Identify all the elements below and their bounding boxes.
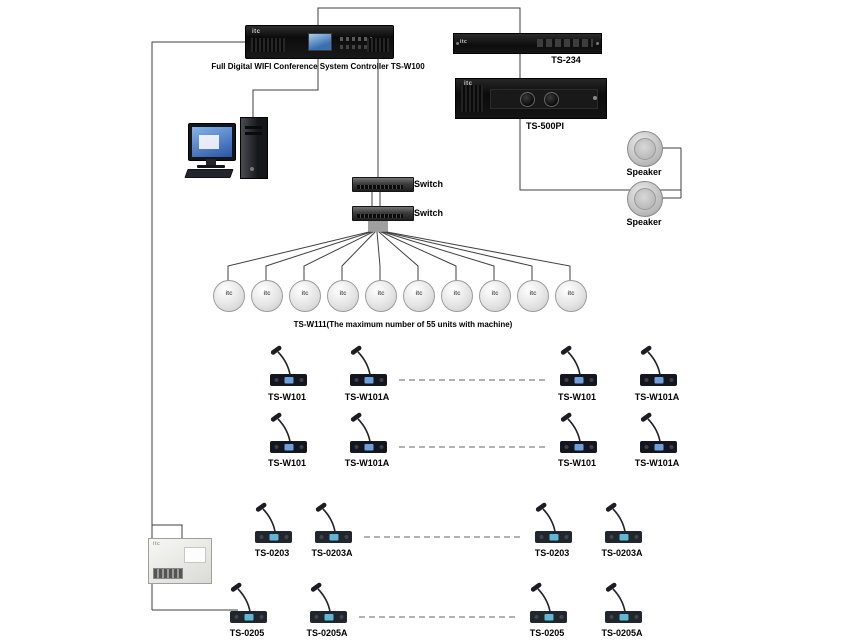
brand-logo: itc	[339, 291, 347, 297]
brand-logo: itc	[529, 291, 537, 297]
mic-label: TS-W101A	[634, 392, 680, 402]
speaker-label: Speaker	[626, 217, 662, 227]
drive-slot	[245, 132, 262, 135]
mic-label: TS-0205A	[306, 628, 348, 638]
controller-label: Full Digital WIFI Conference System Cont…	[211, 62, 425, 71]
ceiling-unit-icon: itc	[403, 280, 435, 312]
amplifier-device: itc	[455, 78, 607, 119]
ceiling-unit-icon: itc	[365, 280, 397, 312]
network-switch-icon	[352, 177, 414, 192]
mic-label: TS-W101	[557, 458, 596, 468]
mic-label: TS-0205A	[601, 628, 643, 638]
controller-buttons	[340, 45, 372, 49]
delegate-mic-icon	[304, 501, 360, 551]
ceiling-unit-icon: itc	[251, 280, 283, 312]
power-supply-icon: itc	[148, 538, 212, 584]
delegate-mic-icon	[629, 344, 685, 394]
mic-label: TS-0203A	[601, 548, 643, 558]
mic-label: TS-W101A	[344, 392, 390, 402]
monitor-window	[199, 135, 219, 149]
ceiling-unit-icon: itc	[441, 280, 473, 312]
mic-label: TS-W101	[267, 392, 306, 402]
switch-ports	[357, 185, 403, 189]
mic-label: TS-0203	[534, 548, 570, 558]
brand-logo: itc	[252, 29, 261, 35]
switch-label: Switch	[414, 208, 444, 218]
delegate-mic-icon	[519, 581, 575, 631]
delegate-mic-icon	[339, 411, 395, 461]
ceiling-units-label: TS-W111(The maximum number of 55 units w…	[293, 320, 513, 329]
speaker-icon	[627, 131, 663, 167]
brand-logo: itc	[377, 291, 385, 297]
controller-buttons	[340, 37, 372, 41]
brand-logo: itc	[263, 291, 271, 297]
delegate-mic-icon	[629, 411, 685, 461]
brand-logo: itc	[460, 39, 468, 45]
mic-label: TS-W101	[557, 392, 596, 402]
vent-grill	[461, 85, 483, 112]
monitor-stand-base	[197, 165, 225, 168]
delegate-mic-icon	[549, 344, 605, 394]
delegate-mic-icon	[594, 581, 650, 631]
brand-logo: itc	[225, 291, 233, 297]
brand-logo: itc	[567, 291, 575, 297]
vent-grill	[251, 38, 285, 52]
ts234-device: itc	[453, 33, 602, 54]
delegate-mic-icon	[259, 411, 315, 461]
brand-logo: itc	[153, 541, 161, 547]
drive-slot	[245, 126, 262, 129]
mic-label: TS-W101A	[344, 458, 390, 468]
delegate-mic-icon	[219, 581, 275, 631]
brand-logo: itc	[453, 291, 461, 297]
ceiling-unit-icon: itc	[479, 280, 511, 312]
brand-logo: itc	[464, 81, 473, 87]
amplifier-label: TS-500PI	[525, 121, 565, 131]
amp-knob	[544, 92, 559, 107]
ts234-label: TS-234	[551, 55, 581, 65]
computer-monitor-icon	[188, 123, 236, 161]
ceiling-unit-icon: itc	[555, 280, 587, 312]
delegate-mic-icon	[549, 411, 605, 461]
mic-label: TS-0203	[254, 548, 290, 558]
screw	[456, 42, 459, 45]
delegate-mic-icon	[524, 501, 580, 551]
brand-logo: itc	[301, 291, 309, 297]
rear-ports	[537, 39, 593, 47]
ceiling-unit-icon: itc	[517, 280, 549, 312]
amp-knob	[520, 92, 535, 107]
delegate-mic-icon	[259, 344, 315, 394]
screw	[596, 42, 599, 45]
delegate-mic-icon	[594, 501, 650, 551]
speaker-icon	[627, 181, 663, 217]
delegate-mic-icon	[244, 501, 300, 551]
controller-screen	[308, 33, 332, 51]
vent-grill	[367, 38, 389, 52]
mic-label: TS-W101A	[634, 458, 680, 468]
speaker-cone	[634, 138, 656, 160]
ceiling-unit-icon: itc	[289, 280, 321, 312]
computer-tower-icon	[240, 117, 268, 179]
mic-label: TS-0205	[229, 628, 265, 638]
ceiling-unit-icon: itc	[213, 280, 245, 312]
delegate-mic-icon	[299, 581, 355, 631]
network-switch-icon	[352, 206, 414, 221]
monitor-screen	[192, 127, 232, 157]
delegate-mic-icon	[339, 344, 395, 394]
conference-controller-device: itc	[245, 25, 394, 59]
switch-label: Switch	[414, 179, 444, 189]
brand-logo: itc	[491, 291, 499, 297]
mic-label: TS-0205	[529, 628, 565, 638]
mic-label: TS-0203A	[311, 548, 353, 558]
power-led	[593, 96, 597, 100]
ceiling-unit-icon: itc	[327, 280, 359, 312]
brand-logo: itc	[415, 291, 423, 297]
switch-ports	[357, 214, 403, 218]
keyboard-icon	[184, 169, 234, 178]
speaker-cone	[634, 188, 656, 210]
mic-label: TS-W101	[267, 458, 306, 468]
psu-terminals	[153, 568, 183, 579]
speaker-label: Speaker	[626, 167, 662, 177]
power-button-dot	[250, 167, 254, 171]
psu-sticker	[184, 547, 206, 563]
